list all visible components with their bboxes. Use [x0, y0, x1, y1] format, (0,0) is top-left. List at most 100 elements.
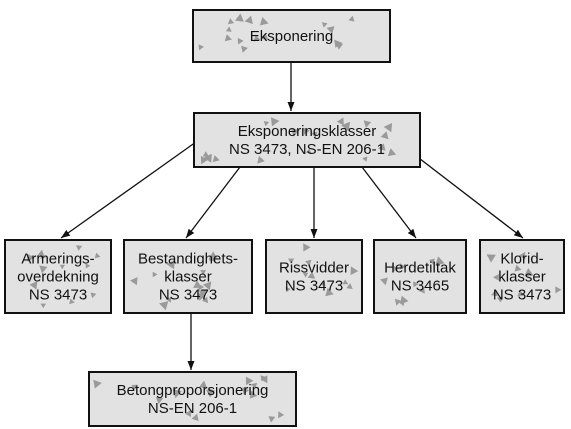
aggregate-speckle: [197, 292, 206, 301]
node-cover-label-line: NS 3473: [29, 287, 87, 304]
arrow-classes-to-curing: [361, 166, 417, 239]
aggregate-speckle: [303, 127, 310, 135]
aggregate-speckle: [172, 389, 182, 399]
aggregate-speckle: [94, 252, 101, 259]
aggregate-speckle: [496, 296, 504, 303]
node-cover-box: [4, 239, 112, 314]
aggregate-speckle: [383, 123, 393, 133]
aggregate-speckle: [208, 254, 216, 262]
node-chloride-box: [479, 239, 565, 314]
aggregate-speckle: [212, 155, 220, 163]
aggregate-speckle: [428, 258, 435, 265]
aggregate-speckle: [435, 256, 445, 266]
node-cover-label-line: Armerings-: [21, 251, 94, 268]
aggregate-speckle: [76, 245, 83, 251]
node-mix-box: [88, 371, 297, 427]
aggregate-speckle: [399, 263, 406, 270]
aggregate-speckle: [305, 259, 312, 266]
aggregate-speckle: [326, 26, 335, 34]
node-curing-label-line: Herdetiltak: [384, 260, 456, 277]
aggregate-speckle: [198, 283, 205, 291]
aggregate-speckle: [288, 258, 295, 264]
node-root: Eksponering: [192, 9, 391, 63]
aggregate-speckle: [130, 277, 138, 286]
node-root-label-line: Eksponering: [250, 28, 333, 45]
aggregate-speckle: [486, 254, 496, 263]
aggregate-speckle: [191, 413, 199, 422]
node-classes-box: [193, 112, 421, 168]
aggregate-speckle: [305, 148, 312, 154]
aggregate-speckle: [249, 390, 258, 399]
aggregate-speckle: [394, 265, 399, 272]
aggregate-speckle: [380, 277, 388, 286]
aggregate-speckle: [346, 283, 353, 289]
aggregate-speckle: [159, 301, 169, 311]
aggregate-speckle: [244, 15, 253, 25]
aggregate-speckle: [493, 274, 499, 281]
aggregate-speckle: [202, 151, 209, 157]
aggregate-speckle: [237, 37, 244, 45]
aggregate-speckle: [29, 281, 38, 290]
node-cover-label-line: overdekning: [17, 269, 99, 286]
aggregate-speckle: [524, 268, 534, 277]
aggregate-speckle: [184, 410, 191, 417]
aggregate-speckle: [348, 15, 355, 22]
aggregate-speckle: [514, 264, 522, 272]
aggregate-speckle: [199, 380, 208, 389]
aggregate-speckle: [40, 253, 46, 259]
aggregate-speckle: [387, 148, 397, 157]
aggregate-speckle: [419, 287, 425, 294]
aggregate-speckle: [203, 153, 212, 163]
aggregate-speckle: [303, 243, 311, 252]
aggregate-speckle: [241, 45, 248, 53]
aggregate-speckle: [260, 375, 268, 384]
arrow-classes-to-durability: [185, 166, 241, 239]
aggregate-speckle: [85, 263, 91, 269]
node-chloride-label-line: NS 3473: [493, 287, 551, 304]
node-classes-label-line: Eksponeringsklasser: [238, 123, 376, 140]
node-cracks-label-line: Rissvidder: [279, 260, 349, 277]
aggregate-speckle: [400, 295, 409, 305]
aggregate-speckle: [225, 26, 232, 32]
aggregate-speckle: [166, 297, 172, 303]
aggregate-speckle: [362, 156, 368, 162]
node-curing-box: [373, 239, 467, 314]
aggregate-speckle: [302, 272, 309, 278]
node-root-box: [192, 9, 391, 63]
aggregate-speckle: [491, 289, 498, 297]
aggregate-speckle: [200, 269, 206, 276]
aggregate-speckle: [319, 280, 326, 287]
aggregate-speckle: [341, 121, 350, 132]
aggregate-speckle: [311, 131, 318, 138]
aggregate-speckle: [413, 281, 419, 288]
aggregate-speckle: [235, 13, 244, 22]
aggregate-speckle: [378, 143, 386, 151]
aggregate-speckle: [40, 303, 46, 309]
node-mix-label-line: NS-EN 206-1: [148, 400, 237, 417]
aggregate-speckle: [152, 271, 158, 278]
aggregate-speckle: [555, 286, 562, 294]
aggregate-speckle: [335, 42, 344, 50]
aggregate-speckle: [202, 296, 209, 304]
aggregate-speckle: [198, 44, 204, 51]
aggregate-speckle: [245, 376, 254, 386]
node-curing-label-line: NS 3465: [391, 278, 449, 295]
node-cracks-label-line: NS 3473: [285, 278, 343, 295]
aggregate-speckle: [321, 22, 328, 28]
node-durability-label-line: klasser: [164, 269, 212, 286]
aggregate-speckle: [259, 17, 269, 26]
aggregate-speckle: [206, 389, 215, 398]
aggregate-speckle: [200, 156, 209, 165]
aggregate-speckle: [69, 298, 75, 305]
aggregate-speckle: [363, 120, 372, 128]
aggregate-speckle: [250, 382, 258, 389]
aggregate-speckle: [155, 397, 164, 405]
arrow-classes-to-cover: [60, 141, 197, 239]
aggregate-speckle: [518, 251, 526, 260]
